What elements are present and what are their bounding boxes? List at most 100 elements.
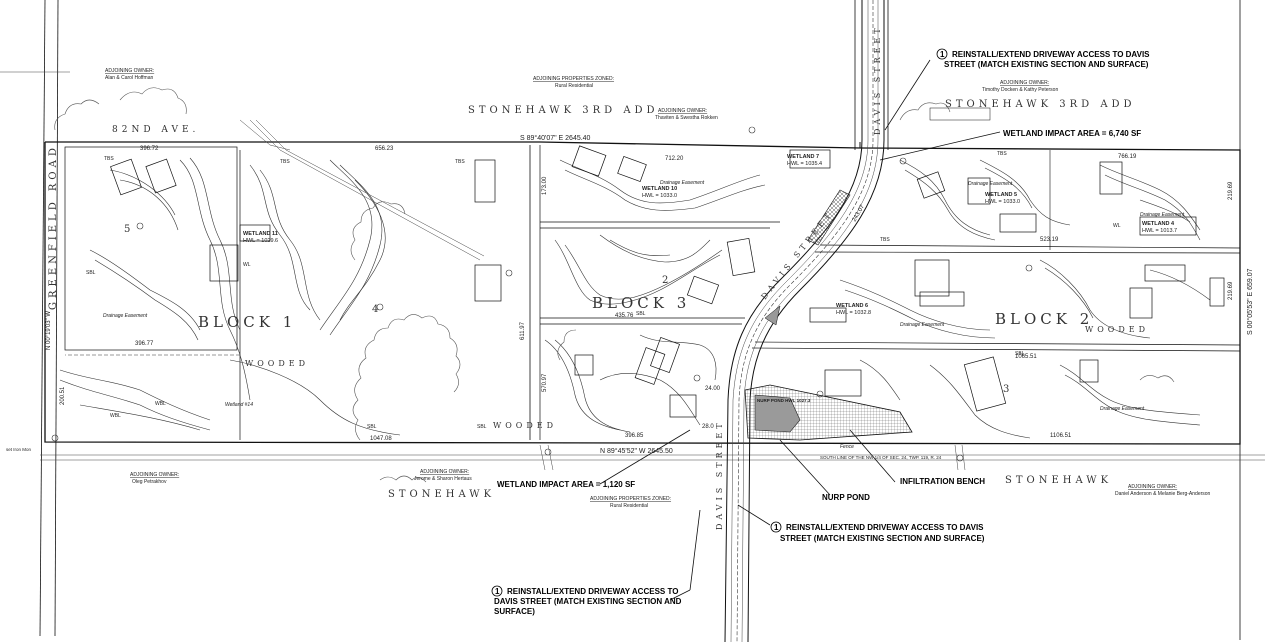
dim-396c: 396.85 [625,433,644,439]
block2-label: BLOCK 2 [995,310,1093,328]
drainage-easement-2: Drainage Easement [660,180,705,186]
west-bearing: N 00°19'03" W [46,311,52,350]
drainage-easement-1: Drainage Easement [103,313,148,319]
wetland11-hwl: HWL = 1029.6 [243,238,278,244]
wetland11-label: WETLAND 11 [243,231,278,237]
tag-tbs: TBS [997,151,1007,157]
survey-symbols [51,126,1033,462]
street-davis-bottom: DAVIS STREET [715,419,724,530]
owner-4: Oleg Petrakhov [132,479,167,485]
dim-611: 611.97 [520,321,526,340]
wetland4-label: WETLAND 4 [1142,221,1175,227]
wetland6-hwl: HWL = 1032.8 [836,310,871,316]
wetland-impact-top: WETLAND IMPACT AREA = 6,740 SF [1003,129,1141,138]
wetland6-label: WETLAND 6 [836,303,868,309]
wooded-label-2: WOODED [493,421,557,430]
dim-766: 766.19 [1118,154,1137,160]
east-bearing: S 00°05'53" E 659.07 [1246,268,1254,335]
contours-block1 [59,157,401,436]
dim-396b: 396.77 [135,341,154,347]
dim-173: 173.00 [542,176,548,195]
driveways [239,119,966,471]
wetland7-label: WETLAND 7 [787,154,819,160]
dim-1065: 1065.51 [1015,354,1037,360]
street-82nd-ave: 82ND AVE. [112,125,199,135]
property-boundary [44,141,1241,445]
infiltration-bench-label: INFILTRATION BENCH [900,477,985,486]
reinstall-top-line2: STREET (MATCH EXISTING SECTION AND SURFA… [944,60,1149,69]
wetland5-label: WETLAND 5 [985,192,1017,198]
dim-28: 28.0 [702,424,714,430]
nurp-pond-label: NURP POND [822,493,870,502]
wetland-labels: WETLAND 10 HWL = 1033.0 WETLAND 5 HWL = … [6,154,1185,460]
block1-label: BLOCK 1 [198,313,296,331]
north-bearing: S 89°40'07" E 2645.40 [520,134,591,142]
tag-sbl: SBL [1015,351,1025,357]
street-davis-top: DAVIS STREET [873,24,882,135]
block1-lot-lines [64,145,531,440]
reinstall-top-line1: REINSTALL/EXTEND DRIVEWAY ACCESS TO DAVI… [952,50,1150,59]
tag-sbl: SBL [86,270,96,276]
fence-label: Fence [840,444,854,450]
dim-200: 200.51 [60,386,66,405]
tag-tbs: TBS [455,159,465,165]
tag-sbl: SBL [477,424,487,430]
dim-396: 396.72 [140,146,159,152]
wetland10-hwl: HWL = 1033.0 [642,193,677,199]
callout-number: 1 [495,587,500,596]
owner-label-1: ADJOINING OWNER: [105,68,154,74]
tag-wbl: WBL [155,401,166,407]
dim-656: 656.23 [375,146,394,152]
callout-circle-2 [770,521,782,533]
zoned-value-top: Rural Residential [555,83,593,89]
subdivision-stonehawk-left: STONEHAWK [388,489,495,500]
callout-circle-3 [491,585,503,597]
note-reinstall-middle: 1 REINSTALL/EXTEND DRIVEWAY ACCESS TO DA… [770,521,985,543]
wetland5-hwl: HWL = 1033.0 [985,199,1020,205]
drainage-easement-3: Drainage Easement [968,181,1013,187]
street-greenfield-road: GREENFIELD ROAD [48,144,59,310]
adjoining-zoned: ADJOINING PROPERTIES ZONED: Rural Reside… [533,76,671,509]
callout-circle-1 [936,48,948,60]
drainage-easement-6: Drainage Easement [900,322,945,328]
tag-tbs: TBS [104,156,114,162]
block3-label: BLOCK 3 [592,294,690,312]
owner-1: Alan & Carol Hoffman [105,75,153,81]
zoned-value-bottom: Rural Residential [610,503,648,509]
adjoining-owners: ADJOINING OWNER: Alan & Carol Hoffman AD… [105,68,1211,497]
owner-3: Thaviten & Swestha Rokken [655,115,718,121]
owner-6: Daniel Anderson & Melanie Berg-Anderson [1115,491,1211,497]
subdivision-stonehawk-right: STONEHAWK [1005,475,1112,486]
note-leaders [599,59,1001,601]
dim-219a: 219.69 [1228,181,1234,200]
wetland-impact-hatch [744,189,913,441]
dimensions: 656.23 712.20 396.72 435.76 611.97 396.7… [60,146,1234,442]
dim-219b: 219.69 [1228,281,1234,300]
tag-wl: WL [1113,223,1121,229]
tag-sbl: SBL [636,311,646,317]
lot-2: 2 [662,275,672,286]
lot-3: 3 [1003,384,1013,395]
dim-1047: 1047.08 [370,436,392,442]
callout-number: 1 [774,523,779,532]
south-bearing: N 89°45'52" W 2645.50 [600,447,673,455]
tag-wl: WL [243,262,251,268]
set-iron-label: set Iron Mon [6,447,32,452]
tag-tbs: TBS [280,159,290,165]
wooded-label-1: WOODED [245,359,309,368]
owner-label-3: ADJOINING OWNER: [658,108,707,114]
wooded-label-3: WOODED [1085,325,1149,334]
reinstall-mid-line2: STREET (MATCH EXISTING SECTION AND SURFA… [780,534,985,543]
subdivision-stonehawk-3rd-left: STONEHAWK 3RD ADD [468,105,659,116]
tree-lines [54,87,1175,483]
lot-5: 5 [124,224,134,235]
tag-wbl: WBL [110,413,121,419]
subdivision-stonehawk-3rd-right: STONEHAWK 3RD ADD [945,99,1136,110]
owner-label-2: ADJOINING OWNER: [1000,80,1049,86]
zoned-label-bottom: ADJOINING PROPERTIES ZONED: [590,496,671,502]
dim-712: 712.20 [665,156,684,162]
owner-2: Timothy Docken & Kathy Peterson [982,87,1058,93]
